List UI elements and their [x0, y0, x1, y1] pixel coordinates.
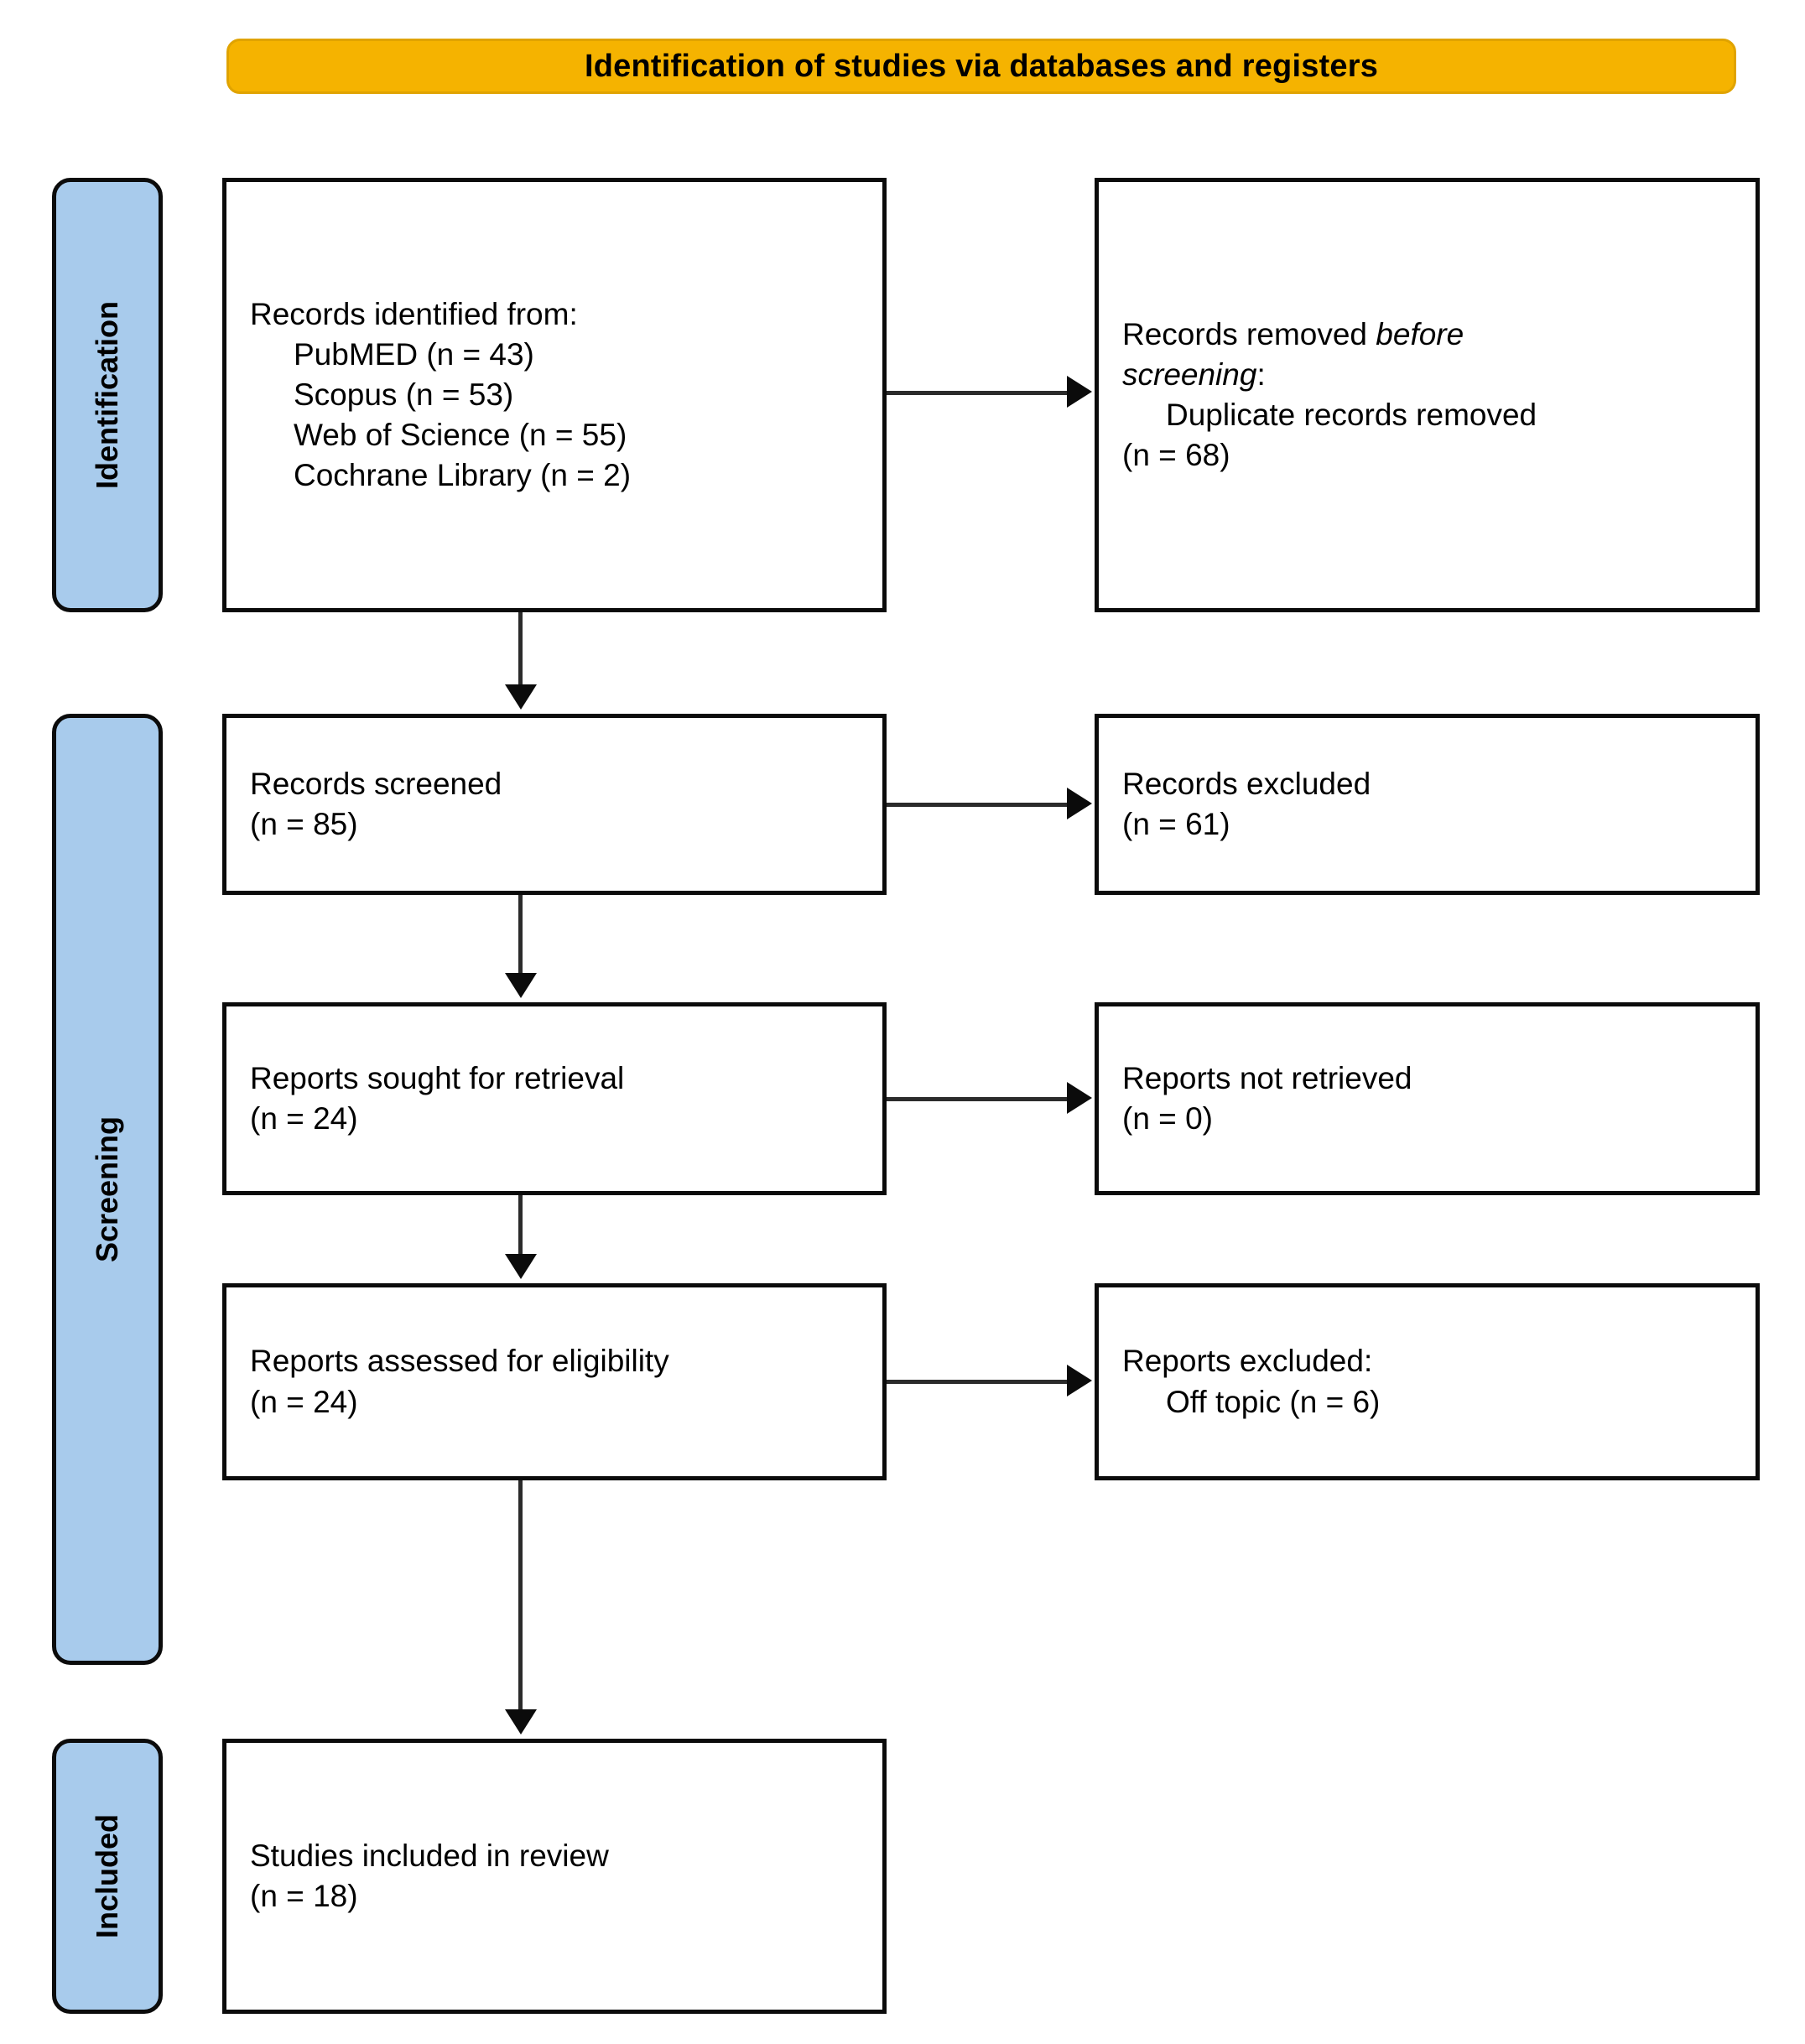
- studies-included-label: Studies included in review: [250, 1838, 609, 1873]
- reports-assessed-count: (n = 24): [250, 1384, 358, 1419]
- records-screened-label: Records screened: [250, 766, 502, 801]
- stage-tab-included-label: Included: [90, 1813, 125, 1939]
- records-excluded-count: (n = 61): [1122, 807, 1230, 841]
- reports-excluded-label: Reports excluded:: [1122, 1344, 1373, 1379]
- reports-sought-label: Reports sought for retrieval: [250, 1060, 625, 1095]
- arrow-right-icon: [1067, 1365, 1092, 1396]
- connector-identified-to-screened: [518, 612, 523, 689]
- node-records-removed-before-screening: Records removed before screening: Duplic…: [1095, 178, 1760, 612]
- arrow-down-icon: [505, 1254, 537, 1279]
- stage-tab-identification: Identification: [52, 178, 163, 612]
- node-records-excluded: Records excluded (n = 61): [1095, 714, 1760, 895]
- arrow-right-icon: [1067, 376, 1092, 408]
- node-reports-not-retrieved: Reports not retrieved (n = 0): [1095, 1002, 1760, 1195]
- node-reports-excluded: Reports excluded: Off topic (n = 6): [1095, 1283, 1760, 1480]
- records-removed-emph-before: before: [1376, 316, 1464, 351]
- arrow-right-icon: [1067, 788, 1092, 819]
- arrow-down-icon: [505, 684, 537, 710]
- records-identified-source-scopus: Scopus (n = 53): [294, 377, 514, 412]
- records-identified-source-wos: Web of Science (n = 55): [294, 418, 627, 453]
- node-records-identified: Records identified from: PubMED (n = 43)…: [222, 178, 887, 612]
- arrow-right-icon: [1067, 1082, 1092, 1114]
- stage-tab-screening: Screening: [52, 714, 163, 1665]
- records-excluded-label: Records excluded: [1122, 766, 1371, 801]
- studies-included-count: (n = 18): [250, 1879, 358, 1913]
- records-identified-source-pubmed: PubMED (n = 43): [294, 336, 534, 372]
- records-removed-colon: :: [1256, 356, 1266, 392]
- reports-assessed-label: Reports assessed for eligibility: [250, 1344, 669, 1379]
- reports-excluded-reason: Off topic (n = 6): [1166, 1384, 1381, 1419]
- connector-screened-to-excluded: [887, 803, 1069, 807]
- connector-assessed-to-excluded-reports: [887, 1380, 1069, 1384]
- records-removed-detail: Duplicate records removed: [1166, 398, 1537, 432]
- arrow-down-icon: [505, 973, 537, 998]
- records-identified-heading: Records identified from:: [250, 296, 578, 331]
- connector-assessed-to-included: [518, 1480, 523, 1714]
- diagram-header-banner: Identification of studies via databases …: [226, 39, 1736, 94]
- reports-sought-count: (n = 24): [250, 1101, 358, 1136]
- node-reports-sought-for-retrieval: Reports sought for retrieval (n = 24): [222, 1002, 887, 1195]
- stage-tab-included: Included: [52, 1739, 163, 2014]
- connector-screened-to-sought: [518, 895, 523, 977]
- node-reports-assessed-for-eligibility: Reports assessed for eligibility (n = 24…: [222, 1283, 887, 1480]
- stage-tab-identification-label: Identification: [90, 301, 124, 489]
- arrow-down-icon: [505, 1709, 537, 1735]
- records-removed-emph-screening: screening: [1122, 356, 1257, 392]
- connector-sought-to-assessed: [518, 1195, 523, 1258]
- node-records-screened: Records screened (n = 85): [222, 714, 887, 895]
- records-identified-source-cochrane: Cochrane Library (n = 2): [294, 458, 632, 493]
- records-removed-line-2: screening:: [1122, 355, 1732, 395]
- node-studies-included-in-review: Studies included in review (n = 18): [222, 1739, 887, 2014]
- records-screened-count: (n = 85): [250, 807, 358, 841]
- connector-sought-to-not-retrieved: [887, 1097, 1069, 1101]
- banner-title: Identification of studies via databases …: [584, 48, 1379, 84]
- records-removed-line-1: Records removed before: [1122, 315, 1732, 355]
- connector-identified-to-removed: [887, 391, 1069, 395]
- records-removed-prefix: Records removed: [1122, 316, 1376, 351]
- stage-tab-screening-label: Screening: [90, 1116, 124, 1263]
- reports-not-retrieved-label: Reports not retrieved: [1122, 1060, 1412, 1095]
- reports-not-retrieved-count: (n = 0): [1122, 1101, 1213, 1136]
- records-removed-count: (n = 68): [1122, 438, 1230, 473]
